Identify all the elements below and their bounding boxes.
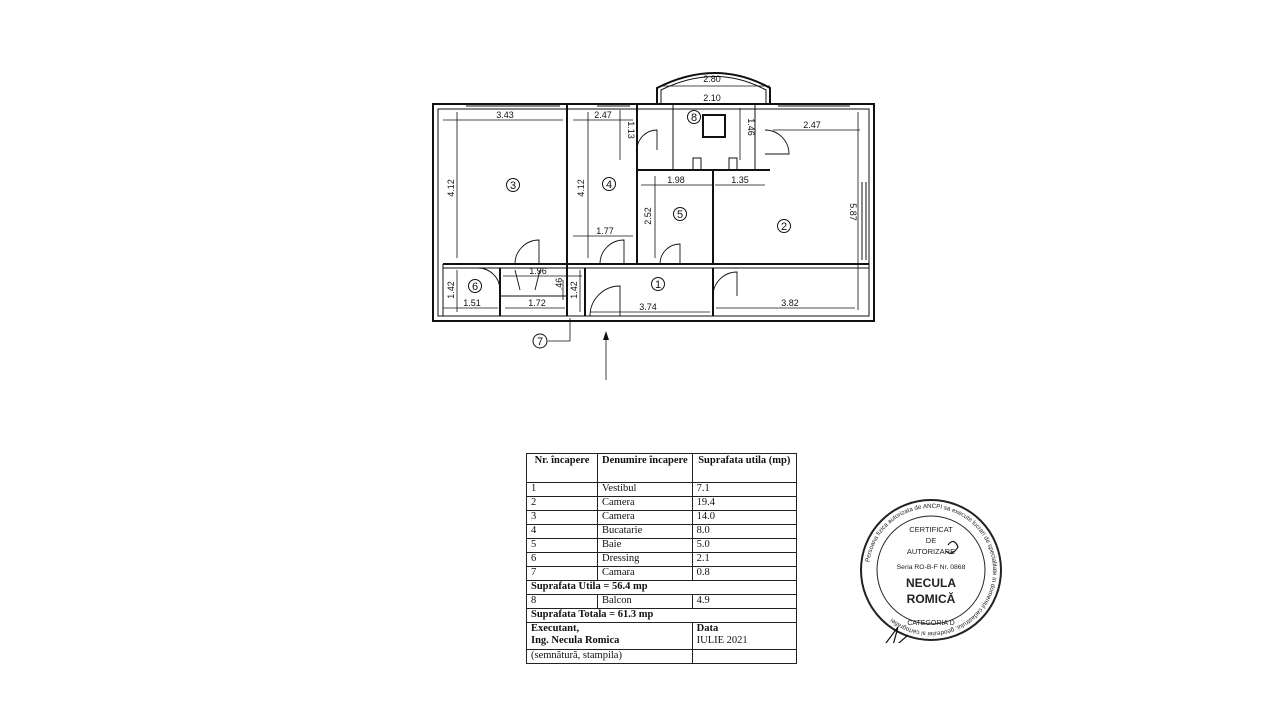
dim-r7-width: 1.96 <box>529 266 547 276</box>
dim-r6-width: 1.51 <box>463 298 481 308</box>
dim-corr-width: 3.74 <box>639 302 657 312</box>
dim-corr-left-height: 1.42 <box>569 281 579 299</box>
signature-mark <box>885 540 959 643</box>
dim-r4-height: 4.12 <box>576 179 586 197</box>
row-area: 4.9 <box>691 594 798 609</box>
dim-balcony-inner: 2.10 <box>703 93 721 103</box>
dimension-labels: 2.80 2.10 1.46 1.13 3.43 4.12 2.47 4.12 … <box>446 74 858 312</box>
date-label: Data <box>696 623 719 634</box>
row-name: Camera <box>597 496 693 511</box>
row-name: Camera <box>597 510 693 525</box>
row-nr: 8 <box>526 594 598 609</box>
grand-total: Suprafata Totala = 61.3 mp <box>526 608 797 623</box>
executant-label: Executant, <box>531 623 580 634</box>
room-6-label: 6 <box>472 281 478 293</box>
row-name: Vestibul <box>597 482 693 497</box>
row-area: 14.0 <box>691 510 798 525</box>
dim-r4-width: 2.47 <box>594 110 612 120</box>
header-area: Suprafata utila (mp) <box>691 453 798 483</box>
room-4-label: 4 <box>606 179 612 191</box>
dim-balcony-depth: 1.46 <box>746 118 756 136</box>
room-2-label: 2 <box>781 221 787 233</box>
row-nr: 5 <box>526 538 598 553</box>
area-table: Nr. încapere Denumire încapere Suprafata… <box>526 453 798 664</box>
dim-r4-top-depth: 1.13 <box>626 121 636 139</box>
row-area: 5.0 <box>691 538 798 553</box>
dim-r2-width: 2.47 <box>803 120 821 130</box>
row-area: 8.0 <box>691 524 798 539</box>
stamp-category: CATEGORIA D <box>907 620 954 627</box>
table-row: 3 Camera 14.0 <box>526 510 798 525</box>
room-3-label: 3 <box>510 180 516 192</box>
row-name: Camara <box>597 566 693 581</box>
stamp-series: Seria RO-B-F Nr. 0868 <box>897 564 966 571</box>
room-5-label: 5 <box>677 209 683 221</box>
row-name: Balcon <box>597 594 693 609</box>
row-nr: 2 <box>526 496 598 511</box>
dimension-lines <box>443 85 860 380</box>
dim-r4-bottom: 1.77 <box>596 226 614 236</box>
authorization-stamp: Persoana fizica autorizata de ANCPI sa e… <box>860 499 1002 643</box>
room-8-label: 8 <box>691 112 697 124</box>
table-row: 7 Camara 0.8 <box>526 566 798 581</box>
row-name: Dressing <box>597 552 693 567</box>
dim-r3-height: 4.12 <box>446 179 456 197</box>
table-row: 6 Dressing 2.1 <box>526 552 798 567</box>
table-row: 1 Vestibul 7.1 <box>526 482 798 497</box>
dim-r3-width: 3.43 <box>496 110 514 120</box>
row-nr: 1 <box>526 482 598 497</box>
dim-r2-height: 5.87 <box>848 203 858 221</box>
dim-r7-small: .46 <box>554 278 564 291</box>
signature-note: (semnătură, stampila) <box>526 649 693 664</box>
room-7-label: 7 <box>537 336 543 348</box>
stamp-line3: AUTORIZARE <box>907 547 955 556</box>
grand-total-row: Suprafata Totala = 61.3 mp <box>526 608 797 623</box>
row-nr: 6 <box>526 552 598 567</box>
row-name: Bucatarie <box>597 524 693 539</box>
row-name: Baie <box>597 538 693 553</box>
useful-total-row: Suprafata Utila = 56.4 mp <box>526 580 797 595</box>
row-area: 19.4 <box>691 496 798 511</box>
row-area: 7.1 <box>691 482 798 497</box>
executant-row: Executant, Ing. Necula Romica Data IULIE… <box>526 622 798 650</box>
stamp-name2: ROMICĂ <box>907 591 956 606</box>
table-row: 8 Balcon 4.9 <box>526 594 798 609</box>
row-area: 2.1 <box>691 552 798 567</box>
table-row: 4 Bucatarie 8.0 <box>526 524 798 539</box>
stamp-line1: CERTIFICAT <box>909 525 953 534</box>
date-value: IULIE 2021 <box>696 635 748 646</box>
row-nr: 4 <box>526 524 598 539</box>
dim-r6-height: 1.42 <box>446 281 456 299</box>
dim-balcony-outer: 2.80 <box>703 74 721 84</box>
dim-r5-width: 1.98 <box>667 175 685 185</box>
stamp-line2: DE <box>926 536 936 545</box>
dim-r5-right: 1.35 <box>731 175 749 185</box>
table-row: 2 Camera 19.4 <box>526 496 798 511</box>
row-area: 0.8 <box>691 566 798 581</box>
dim-r2-bottom: 3.82 <box>781 298 799 308</box>
room-labels: 3 4 5 2 1 6 7 8 <box>468 110 791 349</box>
stamp-name1: NECULA <box>906 576 956 590</box>
useful-total: Suprafata Utila = 56.4 mp <box>526 580 797 595</box>
header-nr: Nr. încapere <box>526 453 598 483</box>
doors <box>477 129 790 317</box>
dim-r5-height: 2.52 <box>643 207 653 225</box>
header-name: Denumire încapere <box>597 453 693 483</box>
executant-name: Ing. Necula Romica <box>531 635 620 646</box>
table-header-row: Nr. încapere Denumire încapere Suprafata… <box>526 453 798 483</box>
walls <box>432 72 875 322</box>
row-nr: 3 <box>526 510 598 525</box>
dim-r7-bottom: 1.72 <box>528 298 546 308</box>
signature-row: (semnătură, stampila) <box>526 649 798 664</box>
table-row: 5 Baie 5.0 <box>526 538 798 553</box>
row-nr: 7 <box>526 566 598 581</box>
room-1-label: 1 <box>655 279 661 291</box>
